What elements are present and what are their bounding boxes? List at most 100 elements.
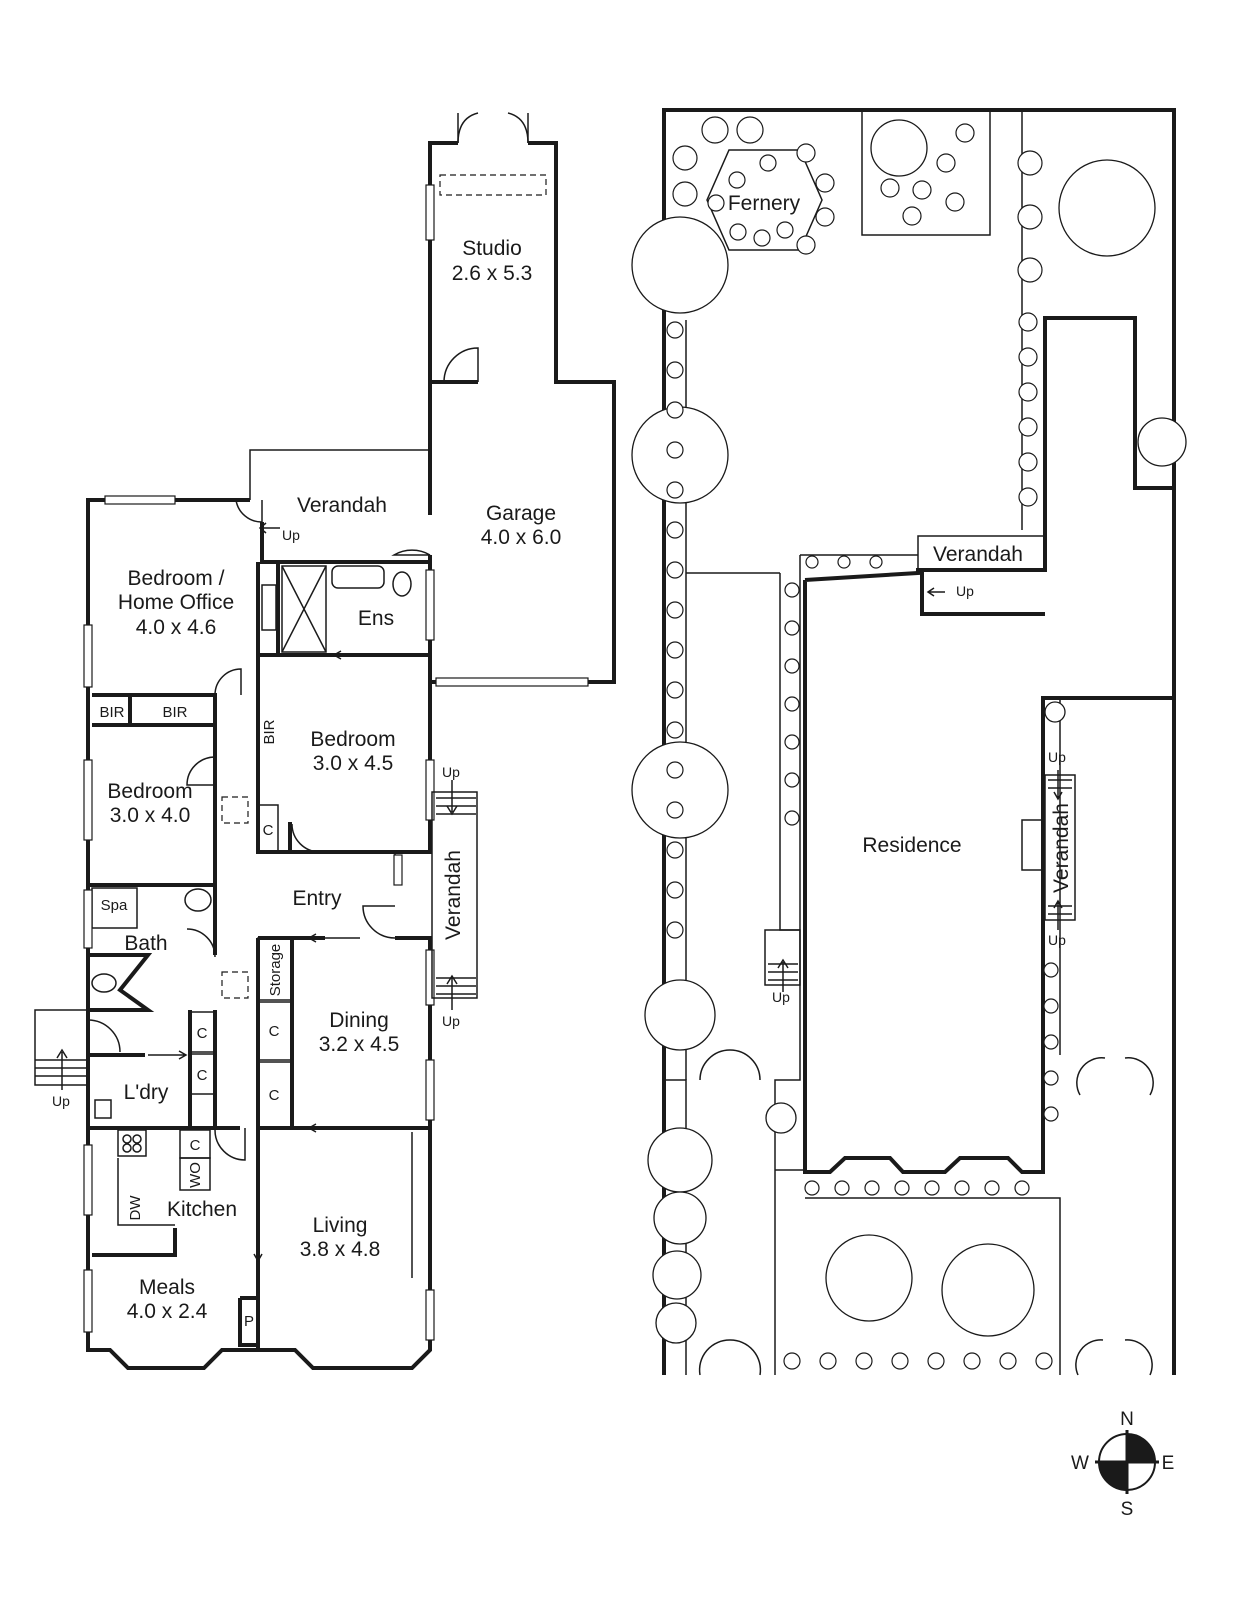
hedge-shrub-icon (963, 1352, 981, 1370)
ensuite-label: Ens (358, 607, 394, 630)
shrub-icon (736, 116, 764, 144)
tree-icon (631, 741, 729, 839)
studio-size: 2.6 x 5.3 (452, 262, 533, 285)
shrub-icon (728, 171, 746, 189)
hedge-shrub-icon (1014, 1180, 1030, 1196)
tree-icon (941, 1243, 1035, 1337)
compass-south: S (1121, 1499, 1134, 1520)
hedge-shrub-icon (1043, 1106, 1059, 1122)
hedge-shrub-icon (855, 1352, 873, 1370)
hedge-shrub-icon (1018, 347, 1038, 367)
shrub-icon (936, 153, 956, 173)
shrub-icon (707, 194, 725, 212)
shrubs (672, 116, 1043, 283)
site-verandah-up: Up (956, 583, 974, 599)
hedge-shrub-icon (954, 1180, 970, 1196)
storage-label: Storage (267, 944, 284, 997)
studio-walls (425, 112, 616, 684)
cupboard-bedroom: C (263, 822, 274, 839)
north-verandah-up: Up (282, 527, 300, 543)
dining-size: 3.2 x 4.5 (319, 1033, 400, 1056)
hedge-shrub-icon (1018, 452, 1038, 472)
hedge-shrub-icon (894, 1180, 910, 1196)
garage-size: 4.0 x 6.0 (481, 526, 562, 549)
floor-plan-windows (83, 495, 435, 1341)
bedroom-3-label: Bedroom (107, 780, 192, 803)
hedge-shrub-icon (1018, 417, 1038, 437)
residence-outline (803, 316, 1176, 1174)
hedge-shrub-icon (869, 555, 883, 569)
tree-icon (825, 1234, 913, 1322)
hedge-shrub-icon (784, 734, 800, 750)
cupboard-4: C (197, 1067, 208, 1084)
east-verandah-label: Verandah (442, 850, 465, 940)
hedge-shrub-icon (819, 1352, 837, 1370)
dishwasher-label: DW (127, 1195, 144, 1221)
hedge-shrub-icon (783, 1352, 801, 1370)
tree-icon (1044, 701, 1066, 723)
shrub-icon (672, 145, 698, 171)
hedge-shrub-icon (666, 841, 684, 859)
west-stairs-up: Up (52, 1093, 70, 1109)
hedge-shrub-icon (1018, 487, 1038, 507)
hedge-shrub-icon (834, 1180, 850, 1196)
compass-west: W (1071, 1453, 1089, 1474)
hedge-shrub-icon (784, 582, 800, 598)
home-office-label-1: Bedroom / (128, 567, 225, 590)
site-east-up-2: Up (1048, 932, 1066, 948)
shrub-icon (880, 178, 900, 198)
hedge-shrub-icon (984, 1180, 1000, 1196)
tree-icon (647, 1127, 713, 1193)
hedge-shrub-icon (1018, 312, 1038, 332)
shrub-icon (945, 192, 965, 212)
hedge-shrub-icon (666, 521, 684, 539)
hedge-shrub-icon (784, 658, 800, 674)
site-west-up: Up (772, 989, 790, 1005)
home-office-label-2: Home Office (118, 591, 234, 614)
shrub-icon (1017, 204, 1043, 230)
laundry-label: L'dry (124, 1081, 169, 1104)
site-east-up-1: Up (1048, 749, 1066, 765)
hedge-shrub-icon (784, 620, 800, 636)
tree-icon (653, 1191, 707, 1245)
door-arrows (148, 650, 375, 1263)
spa-label: Spa (101, 897, 128, 914)
site-east-verandah-label: Verandah (1050, 803, 1073, 893)
hedge-shrub-icon (1043, 1034, 1059, 1050)
hedge-shrub-icon (666, 681, 684, 699)
kitchen-label: Kitchen (167, 1198, 237, 1221)
cupboard-1: C (269, 1023, 280, 1040)
east-verandah-up-2: Up (442, 1013, 460, 1029)
bir-label-2: BIR (162, 704, 187, 721)
hedge-shrub-icon (784, 696, 800, 712)
hedge-shrub-icon (666, 441, 684, 459)
shrub-icon (1017, 150, 1043, 176)
entry-label: Entry (292, 887, 342, 910)
east-verandah-up-1: Up (442, 764, 460, 780)
meals-size: 4.0 x 2.4 (127, 1300, 208, 1323)
bir-label-1: BIR (99, 704, 124, 721)
large-trees (631, 119, 1187, 1344)
hedge-shrub-icon (666, 601, 684, 619)
hedge-shrub-icon (837, 555, 851, 569)
hedge-shrub-icon (924, 1180, 940, 1196)
hedge-shrub-icon (666, 321, 684, 339)
shrub-icon (759, 154, 777, 172)
east-verandah (431, 780, 478, 1010)
hedge-rows (666, 312, 1059, 1370)
west-stairs (34, 522, 280, 1090)
hedge-shrub-icon (999, 1352, 1017, 1370)
shrub-icon (753, 229, 771, 247)
meals-label: Meals (139, 1276, 195, 1299)
hedge-shrub-icon (784, 810, 800, 826)
fernery-label: Fernery (728, 192, 801, 215)
garage-label: Garage (486, 502, 556, 525)
shrub-icon (955, 123, 975, 143)
hedge-shrub-icon (784, 772, 800, 788)
hedge-shrub-icon (804, 1180, 820, 1196)
shrub-icon (815, 173, 835, 193)
tree-icon (655, 1302, 697, 1344)
hedge-shrub-icon (666, 401, 684, 419)
tree-icon (652, 1250, 702, 1300)
shrub-icon (672, 181, 698, 207)
